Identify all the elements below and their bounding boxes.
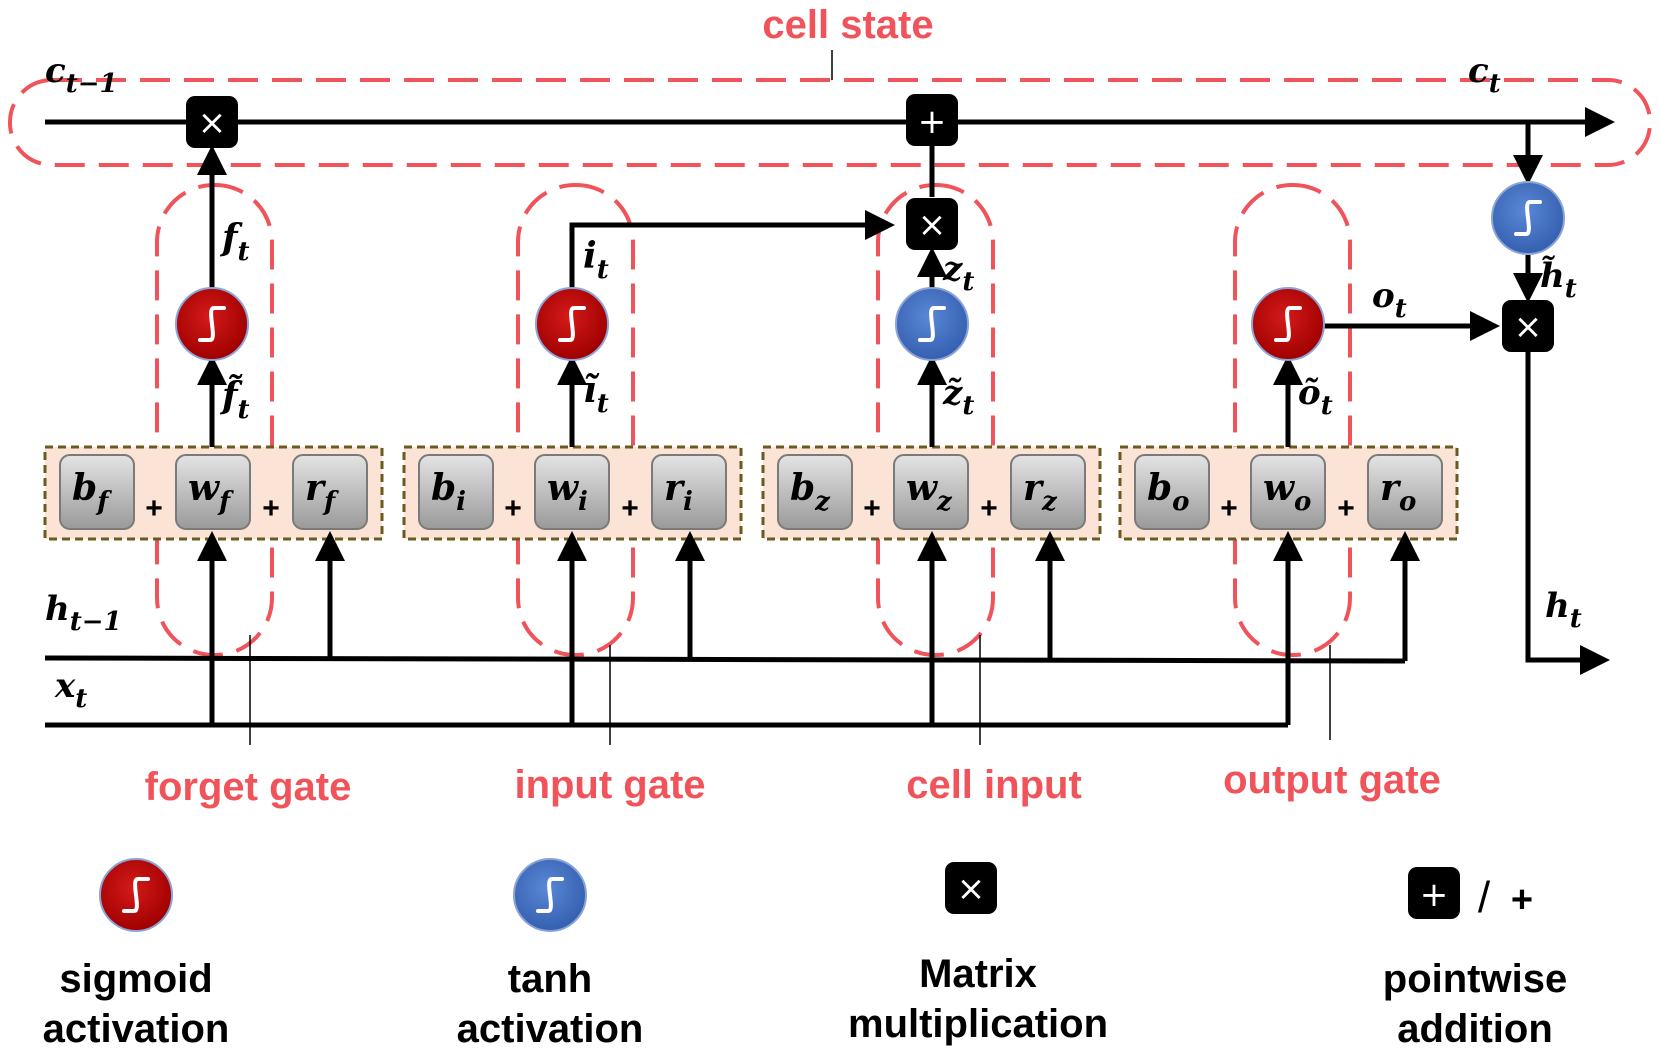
cell-state-label: cell state [762, 3, 933, 47]
sigmoid-icon [535, 287, 609, 361]
label-x-t: xt [54, 666, 87, 714]
param-tile-recurrent: rf [292, 454, 368, 530]
label-c-prev: ct−1 [45, 51, 118, 99]
multiply-forget-op: × [186, 96, 238, 148]
multiply-input-op: × [906, 198, 958, 250]
svg-text:rz: rz [1023, 467, 1058, 517]
svg-text:bi: bi [431, 467, 466, 517]
svg-text:rf: rf [305, 467, 339, 517]
arrow-h-t [1525, 350, 1610, 675]
svg-text:wz: wz [906, 467, 953, 517]
legend-matrix-line1: Matrix [919, 952, 1037, 996]
forget-gate-label: forget gate [145, 765, 352, 809]
param-tile-bias: bi [418, 454, 494, 530]
legend-tanh-line2: activation [457, 1007, 644, 1051]
svg-text:ri: ri [664, 467, 693, 517]
param-tile-recurrent: ri [651, 454, 727, 530]
svg-text:bo: bo [1147, 467, 1190, 517]
param-tile-recurrent: ro [1367, 454, 1443, 530]
h-prev-line [44, 655, 1406, 664]
param-tile-weight: wf [175, 454, 251, 530]
param-tile-bias: bo [1134, 454, 1210, 530]
svg-text:bf: bf [72, 467, 112, 517]
plus-sign: + [980, 492, 998, 525]
arrow-i-t [569, 210, 895, 288]
label-z-tilde: z̃t [942, 373, 974, 421]
cell-state-region [8, 78, 1652, 167]
svg-text:×: × [198, 103, 227, 143]
svg-text:wf: wf [188, 467, 234, 517]
legend-tanh-icon [513, 858, 587, 932]
label-h-prev: ht−1 [45, 589, 122, 637]
param-tile-bias: bz [777, 454, 853, 530]
label-f-tilde: f̃t [219, 375, 250, 425]
legend-matrix-icon: × [945, 862, 997, 914]
output-gate-region [1233, 183, 1352, 657]
label-h-tilde: h̃t [1540, 256, 1577, 304]
param-tile-weight: wi [534, 454, 610, 530]
svg-text:×: × [957, 869, 986, 909]
label-i-t: it [583, 235, 609, 285]
legend-sigmoid-icon [99, 858, 173, 932]
svg-text:ro: ro [1380, 467, 1416, 517]
tanh-icon [895, 287, 969, 361]
plus-sign: + [1337, 492, 1355, 525]
input-gate-label: input gate [514, 763, 705, 807]
legend-sigmoid-line1: sigmoid [59, 957, 212, 1001]
svg-text:bz: bz [790, 467, 831, 517]
plus-sign: + [504, 492, 522, 525]
label-z-t: zt [942, 249, 974, 297]
param-tile-recurrent: rz [1010, 454, 1086, 530]
param-tile-weight: wz [893, 454, 969, 530]
label-h-t: ht [1545, 586, 1582, 634]
legend-matrix-line2: multiplication [848, 1002, 1108, 1046]
plus-sign: + [262, 492, 280, 525]
plus-sign: + [621, 492, 639, 525]
svg-text:×: × [1514, 307, 1543, 347]
cell-input-region [876, 183, 995, 657]
svg-text:+: + [918, 102, 947, 142]
svg-text:×: × [918, 205, 947, 245]
svg-text:+: + [1420, 875, 1449, 915]
tanh-icon [1491, 181, 1565, 255]
plus-cell-op: + [906, 94, 958, 146]
label-o-t: ot [1372, 276, 1407, 324]
legend-tanh-line1: tanh [508, 957, 592, 1001]
legend-pointwise-icon: + [1408, 867, 1460, 919]
svg-text:wi: wi [547, 467, 588, 517]
label-o-tilde: õt [1298, 373, 1333, 421]
plus-sign: + [863, 492, 881, 525]
cell-input-label: cell input [906, 763, 1082, 807]
label-f-t: ft [219, 217, 250, 267]
param-tile-weight: wo [1250, 454, 1326, 530]
sigmoid-icon [175, 287, 249, 361]
label-i-tilde: ĩt [583, 369, 609, 419]
plus-sign: + [1220, 492, 1238, 525]
output-gate-label: output gate [1223, 758, 1441, 802]
legend-pointwise-line2: addition [1397, 1007, 1553, 1051]
legend-sigmoid-line2: activation [43, 1007, 230, 1051]
label-c-t: ct [1468, 51, 1501, 99]
param-tile-bias: bf [59, 454, 135, 530]
input-gate-region [516, 183, 635, 657]
sigmoid-icon [1251, 287, 1325, 361]
legend-plus: + [1511, 879, 1533, 921]
legend-slash: / [1478, 873, 1491, 922]
multiply-output-op: × [1502, 300, 1554, 352]
plus-sign: + [145, 492, 163, 525]
legend-pointwise-line1: pointwise [1383, 957, 1567, 1001]
svg-text:wo: wo [1263, 467, 1311, 517]
